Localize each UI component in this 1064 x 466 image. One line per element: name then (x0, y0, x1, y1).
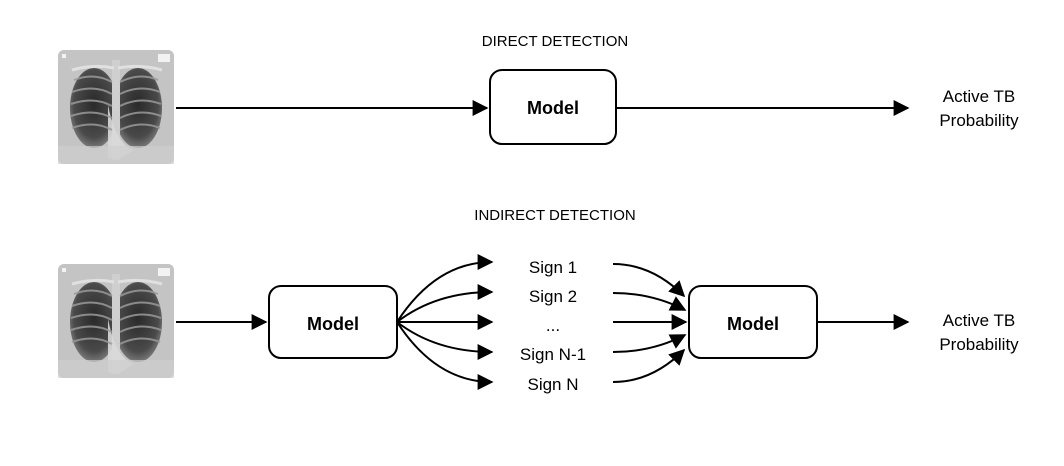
indirect-model1-label: Model (307, 314, 359, 334)
sign-label-5: Sign N (527, 375, 578, 394)
fan-out-arrow-4 (396, 321, 494, 360)
indirect-detection-title: INDIRECT DETECTION (474, 207, 635, 224)
direct-model-label: Model (527, 98, 579, 118)
fan-in-arrow-1 (612, 263, 686, 298)
sign-label-4: Sign N-1 (520, 345, 586, 364)
indirect-output-line2: Probability (939, 335, 1019, 354)
fan-in-arrows (612, 263, 688, 383)
fan-in-arrow-2 (612, 292, 687, 311)
indirect-model2-label: Model (727, 314, 779, 334)
fan-out-arrow-5 (396, 321, 494, 390)
indirect-xray-image (56, 262, 176, 380)
fan-out-arrow-1 (396, 254, 494, 323)
fan-out-arrow-2 (396, 284, 494, 323)
indirect-output-line1: Active TB (943, 311, 1015, 330)
direct-xray-image (56, 48, 176, 166)
sign-label-2: Sign 2 (529, 287, 577, 306)
direct-output-line1: Active TB (943, 87, 1015, 106)
fan-in-arrow-5 (612, 348, 686, 383)
fan-out-arrows (396, 254, 494, 390)
sign-label-3: ... (546, 316, 560, 335)
sign-label-1: Sign 1 (529, 258, 577, 277)
fan-in-arrow-4 (612, 334, 687, 353)
direct-detection-title: DIRECT DETECTION (482, 33, 628, 50)
direct-output-line2: Probability (939, 111, 1019, 130)
